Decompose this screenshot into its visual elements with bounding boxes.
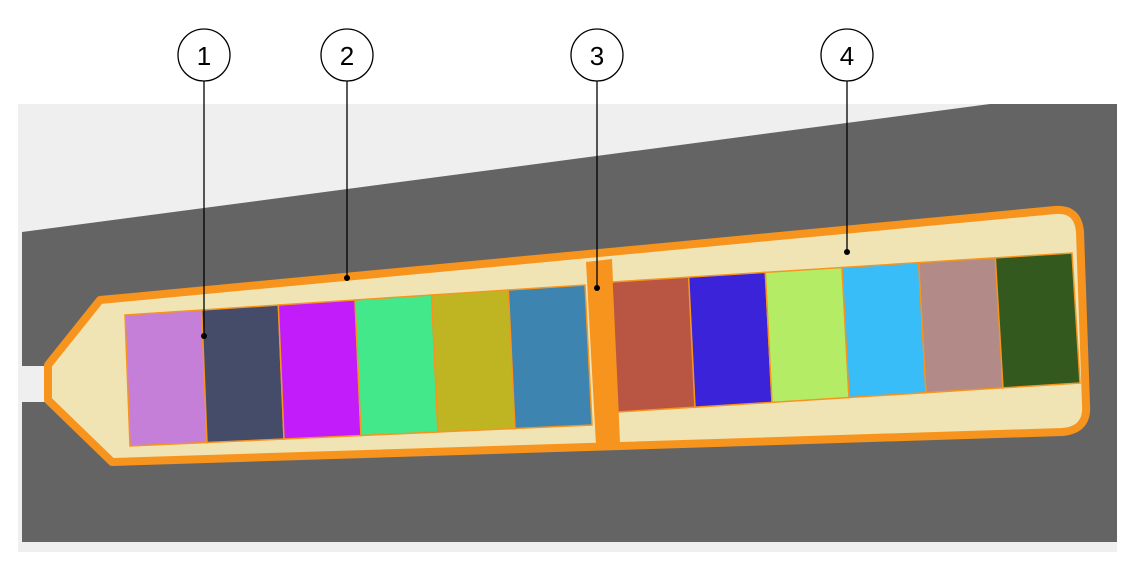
left-cell-3 [277, 299, 362, 440]
callout-1: 1 [177, 28, 231, 339]
left-compartment-cells [124, 284, 593, 447]
leader-dot [201, 333, 207, 339]
leader-dot [344, 275, 350, 281]
right-compartment-cells [611, 252, 1081, 413]
leader-dot [594, 285, 600, 291]
left-cell-6 [507, 284, 593, 430]
left-cell-4 [354, 294, 439, 437]
right-cell-6 [994, 252, 1081, 389]
divider [586, 259, 620, 445]
callout-number: 2 [340, 41, 354, 71]
right-cell-2 [687, 271, 773, 408]
callout-number: 4 [840, 41, 854, 71]
leader-dot [844, 249, 850, 255]
callout-circle [320, 28, 374, 82]
right-cell-3 [764, 266, 850, 404]
callouts: 1 2 3 4 [177, 28, 874, 339]
callout-3: 3 [570, 28, 624, 291]
callout-number: 1 [197, 41, 211, 71]
left-cell-2 [200, 304, 285, 444]
callout-circle [570, 28, 624, 82]
callout-circle [177, 28, 231, 82]
left-cell-5 [430, 289, 516, 433]
callout-number: 3 [590, 41, 604, 71]
callout-2: 2 [320, 28, 374, 281]
callout-4: 4 [820, 28, 874, 255]
left-cell-1 [124, 309, 208, 447]
right-cell-1 [611, 276, 696, 413]
callout-circle [820, 28, 874, 82]
right-cell-4 [841, 261, 927, 399]
right-cell-5 [917, 257, 1004, 394]
